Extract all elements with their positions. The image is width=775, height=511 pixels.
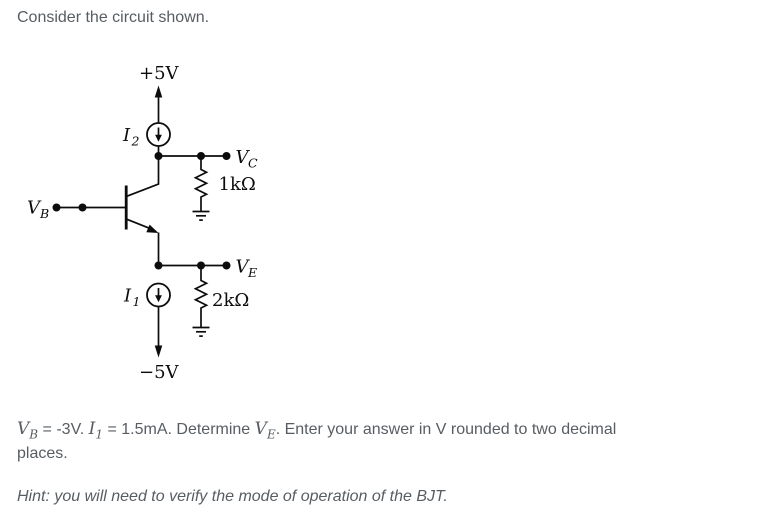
circuit-arrowheads-dots (52, 85, 231, 358)
label-vb: V (27, 198, 42, 219)
bjt-collector-lead (125, 157, 160, 198)
math-var-vb-sub: B (29, 427, 39, 442)
label-ve: V (236, 257, 251, 278)
label-i2-sub: 2 (131, 134, 140, 149)
node-dot (197, 261, 205, 270)
hint-text: Hint: you will need to verify the mode o… (17, 488, 448, 505)
bjt-emitter-lead (125, 218, 151, 230)
supply-bottom-arrowhead (154, 345, 163, 358)
math-var-i1-sub: 1 (95, 427, 104, 442)
math-var-ve-sub: E (266, 427, 276, 442)
page-title: Consider the circuit shown. (17, 9, 210, 26)
label-supply-top: +5V (139, 63, 180, 84)
bjt-emitter-arrowhead (146, 224, 159, 233)
math-var-ve: VE (254, 419, 276, 442)
label-vb-sub: B (39, 206, 49, 221)
question-run: . Enter your answer in V rounded to two … (275, 421, 617, 438)
circuit-wires (56, 96, 227, 347)
math-var-i1-main: I (88, 419, 96, 439)
label-vc: V (236, 147, 251, 168)
label-ve-sub: E (247, 265, 257, 280)
math-var-ve-main: V (254, 419, 267, 439)
label-resistor-2k: 2kΩ (212, 290, 249, 311)
resistor-2k-body (193, 265, 209, 328)
node-dot (52, 203, 61, 212)
label-supply-bottom: −5V (139, 362, 180, 383)
node-dot (154, 152, 163, 160)
resistor-1k-body (193, 156, 209, 212)
i2-arrowhead (155, 134, 162, 142)
node-dot (222, 261, 231, 270)
node-dot (154, 261, 163, 270)
node-dot (197, 152, 205, 160)
label-i2: I (122, 125, 131, 146)
question-run: = 1.5mA. Determine (103, 421, 255, 438)
i1-arrowhead (155, 295, 162, 303)
label-i1-sub: 1 (133, 294, 141, 309)
node-dot (78, 203, 87, 212)
question-run: = -3V. (38, 421, 89, 438)
circuit-diagram: +5V I 2 V C 1kΩ V B V E I 1 2kΩ −5V (27, 63, 258, 383)
node-dot (222, 152, 231, 160)
math-var-i1: I1 (88, 419, 104, 442)
question-run: places. (17, 445, 68, 462)
math-var-vb: VB (17, 419, 39, 442)
question-text: VB = -3V. I1 = 1.5mA. Determine VE. Ente… (17, 417, 764, 466)
ground-1k (192, 210, 210, 221)
supply-top-arrowhead (154, 85, 163, 98)
label-resistor-1k: 1kΩ (219, 174, 256, 195)
math-var-vb-main: V (17, 419, 30, 439)
ground-2k (192, 326, 210, 337)
label-i1: I (123, 286, 132, 307)
label-vc-sub: C (248, 156, 258, 171)
